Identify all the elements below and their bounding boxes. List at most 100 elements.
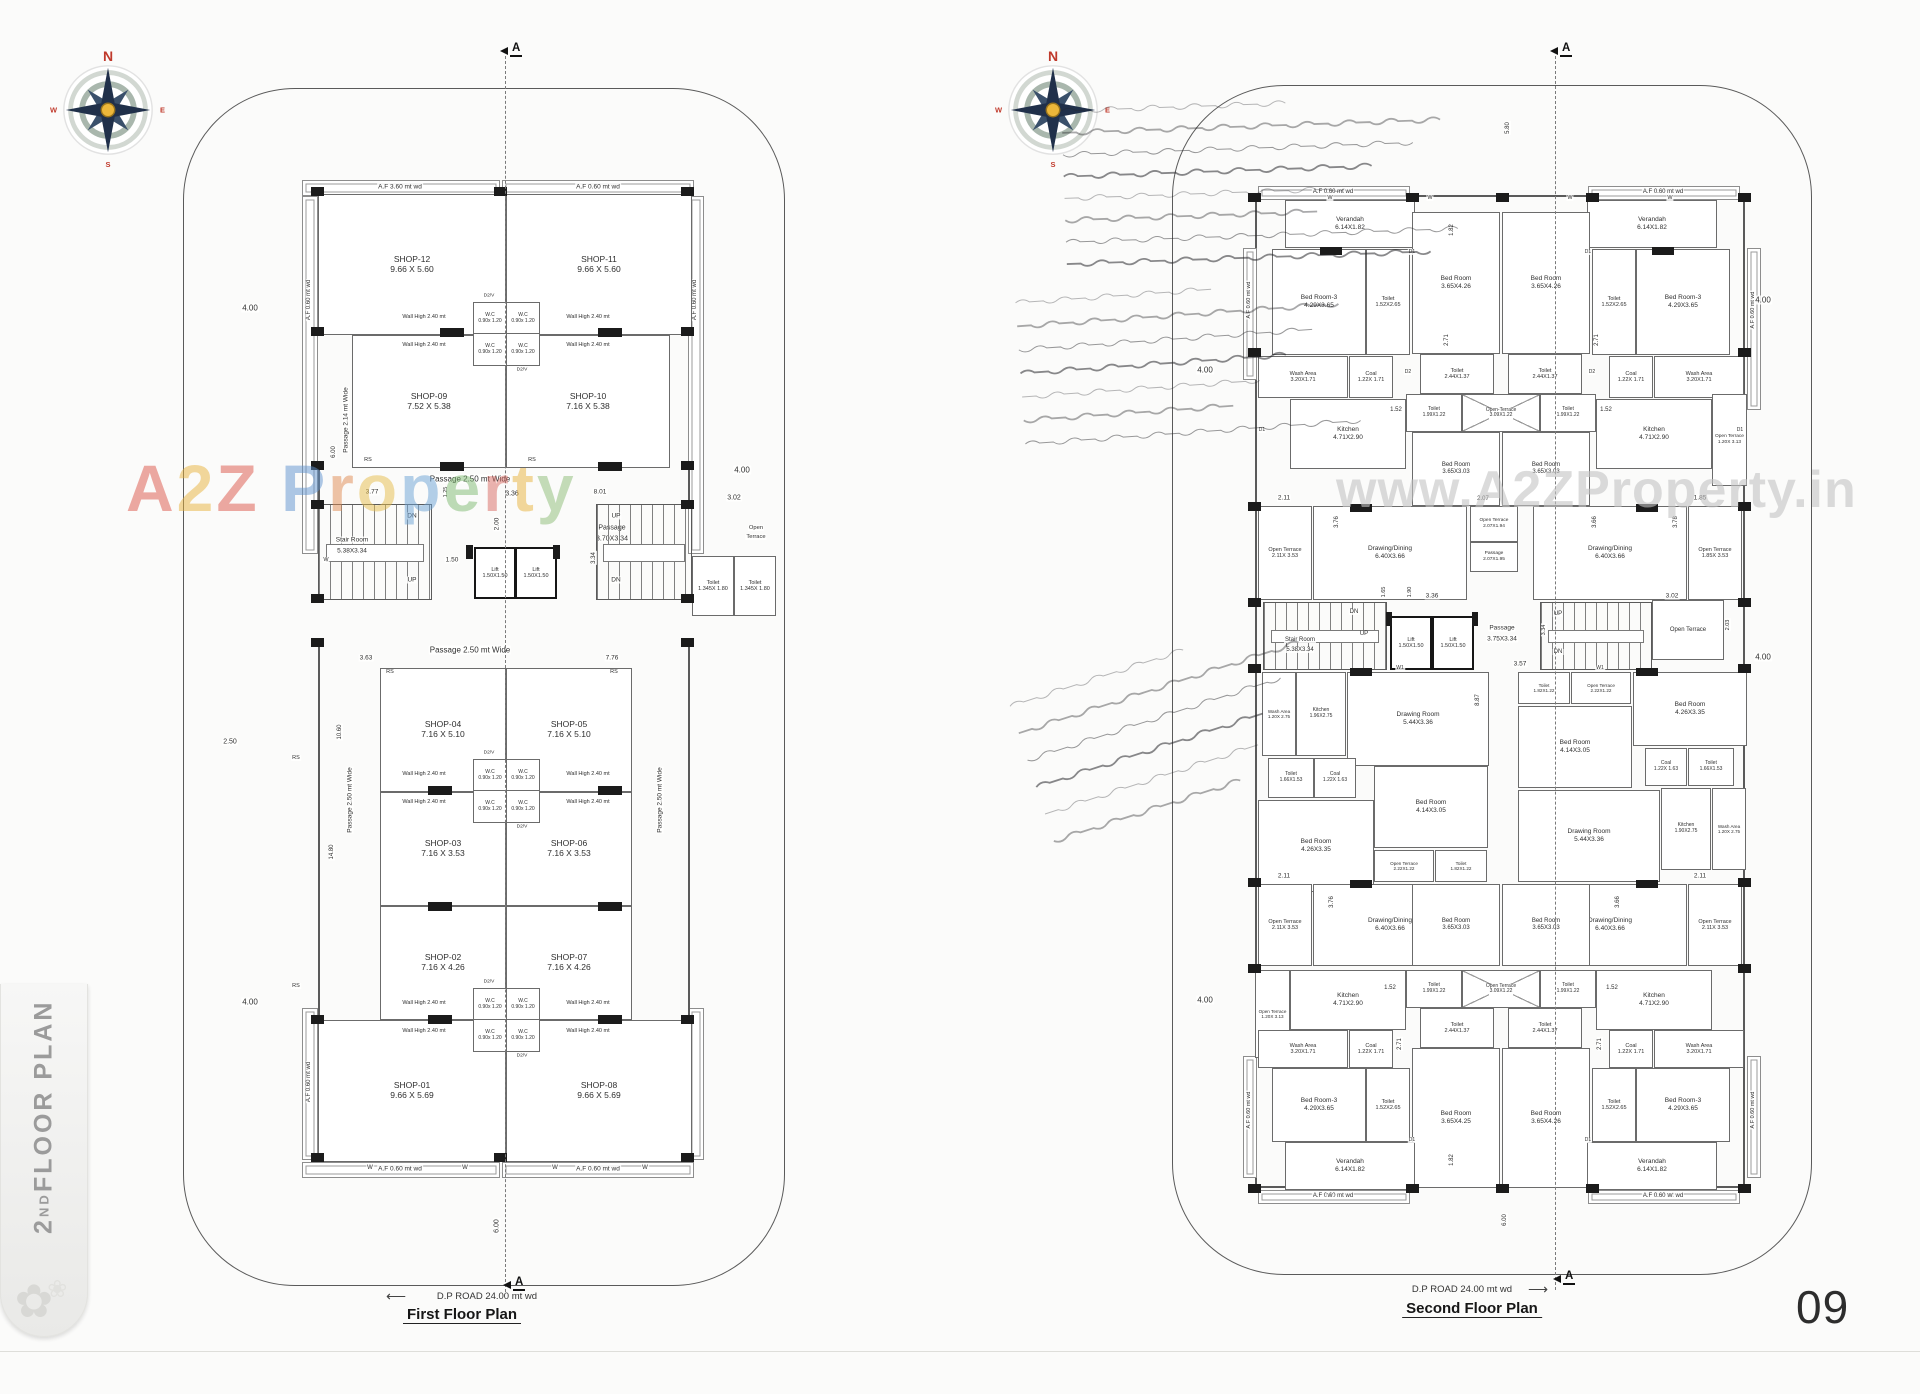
column-block	[428, 786, 452, 795]
room-dimensions: 2.44X1.37	[1444, 1028, 1470, 1034]
room-name: Bed Room	[1530, 275, 1562, 283]
column-block	[1738, 964, 1751, 973]
room-dimensions: 3.65X4.26	[1441, 283, 1471, 290]
dimension-label: 2.03	[1725, 618, 1731, 632]
room-dimensions: 2.44X1.37	[1532, 1028, 1558, 1034]
room-name: Toilet	[1450, 1021, 1464, 1028]
section-marker-a: A	[1549, 42, 1573, 57]
room-dimensions: 0.90x 1.20	[478, 348, 502, 355]
dimension-label: 14.80	[329, 843, 335, 861]
room-dimensions: 1.90X2.75	[1674, 828, 1698, 834]
room-name: Drawing/Dining	[1587, 545, 1633, 553]
room-dimensions: 1.99X1.22	[1422, 412, 1446, 418]
column-block	[1248, 502, 1261, 511]
room-name: Bed Room-3	[1300, 1097, 1338, 1105]
annotation-label-wall-high-2-40-mt: Wall High 2.40 mt	[565, 771, 611, 777]
room-name: Wash Area	[1685, 1042, 1713, 1049]
dimension-label: 2.71	[1397, 1037, 1403, 1051]
dimension-label: 7.76	[604, 654, 620, 662]
room-dimensions: 1.50X1.50	[482, 573, 508, 579]
annotation-label-wall-high-2-40-mt: Wall High 2.40 mt	[565, 1000, 611, 1006]
room-dimensions: 2.44X1.37	[1444, 374, 1470, 380]
dimension-label: 2.11	[1692, 872, 1708, 880]
annotation-label-up: UP	[406, 576, 418, 584]
annotation-label-w1: W1	[1595, 665, 1605, 671]
annotation-label-dn: DN	[1552, 649, 1564, 655]
column-block	[681, 461, 694, 470]
column-block	[598, 902, 622, 911]
room-dimensions: 0.90x 1.20	[511, 317, 535, 324]
room-name: Toilet	[1538, 1021, 1552, 1028]
room-dimensions: 4.29X3.65	[1668, 302, 1698, 309]
dimension-label: 1.90	[1407, 585, 1413, 599]
annotation-label-passage-2-50-mt-wide: Passage 2.50 mt Wide	[428, 645, 512, 655]
second-floor-plan-title: Second Floor Plan	[1402, 1300, 1542, 1318]
column-block	[1586, 1184, 1599, 1193]
room-dimensions: 1.22X 1.71	[1357, 377, 1385, 383]
annotation-label-w: W	[322, 557, 330, 563]
room-dimensions: 1.20X 3.13	[1717, 440, 1742, 445]
column-block	[1248, 598, 1261, 607]
room-name: SHOP-08	[580, 1080, 618, 1091]
room-dimensions: 1.52X2.65	[1601, 1105, 1627, 1111]
room-dimensions: 3.65X4.25	[1441, 1118, 1471, 1125]
column-block	[681, 500, 694, 509]
room-name: Passage	[1484, 551, 1504, 557]
dimension-label: 10.60	[337, 723, 343, 741]
column-block	[1406, 1184, 1419, 1193]
watermark-letter: y	[536, 451, 577, 525]
room-dimensions: 2.44X1.37	[1532, 374, 1558, 380]
annotation-label-d2-v: D2/V	[482, 979, 496, 985]
dimension-label: 1.52	[1383, 985, 1397, 991]
column-block	[681, 327, 694, 336]
column-block	[1738, 878, 1751, 887]
dimension-label: 5.38X3.34	[1285, 647, 1315, 653]
room-dimensions: 7.52 X 5.38	[407, 400, 451, 411]
watermark-letter: r	[483, 451, 512, 525]
annotation-label-up: UP	[610, 512, 622, 520]
watermark-letter: o	[356, 451, 401, 525]
room-name: Coal	[1365, 370, 1377, 377]
column-block	[598, 1015, 622, 1024]
room-dimensions: 3.65X3.03	[1442, 469, 1470, 475]
room-name: Bed Room	[1674, 701, 1706, 709]
room-dimensions: 6.14X1.82	[1637, 1166, 1667, 1173]
room-name: W.C	[518, 1028, 528, 1035]
column-block	[1496, 1184, 1509, 1193]
dimension-label: 5.38X3.34	[336, 547, 368, 555]
room-dimensions: 5.44X3.36	[1574, 836, 1604, 843]
room-dimensions: 4.71X2.90	[1639, 1000, 1669, 1007]
column-block	[1738, 348, 1751, 357]
room-dimensions: 3.65X4.26	[1531, 283, 1561, 290]
room-dimensions: 6.40X3.66	[1375, 925, 1405, 932]
annotation-label-d2-v: D2/V	[515, 367, 529, 373]
annotation-label-wall-high-2-40-mt: Wall High 2.40 mt	[565, 1028, 611, 1034]
wall-line	[318, 466, 320, 506]
room-name: SHOP-06	[550, 838, 588, 849]
column-block	[1248, 348, 1261, 357]
section-line-a	[1555, 56, 1556, 1290]
room-dimensions: 4.71X2.90	[1639, 434, 1669, 441]
room-name: Verandah	[1638, 1158, 1666, 1166]
room-name: Toilet	[1428, 982, 1440, 989]
room-name: Toilet	[1562, 406, 1574, 413]
dimension-label: 1.65	[1381, 585, 1387, 599]
